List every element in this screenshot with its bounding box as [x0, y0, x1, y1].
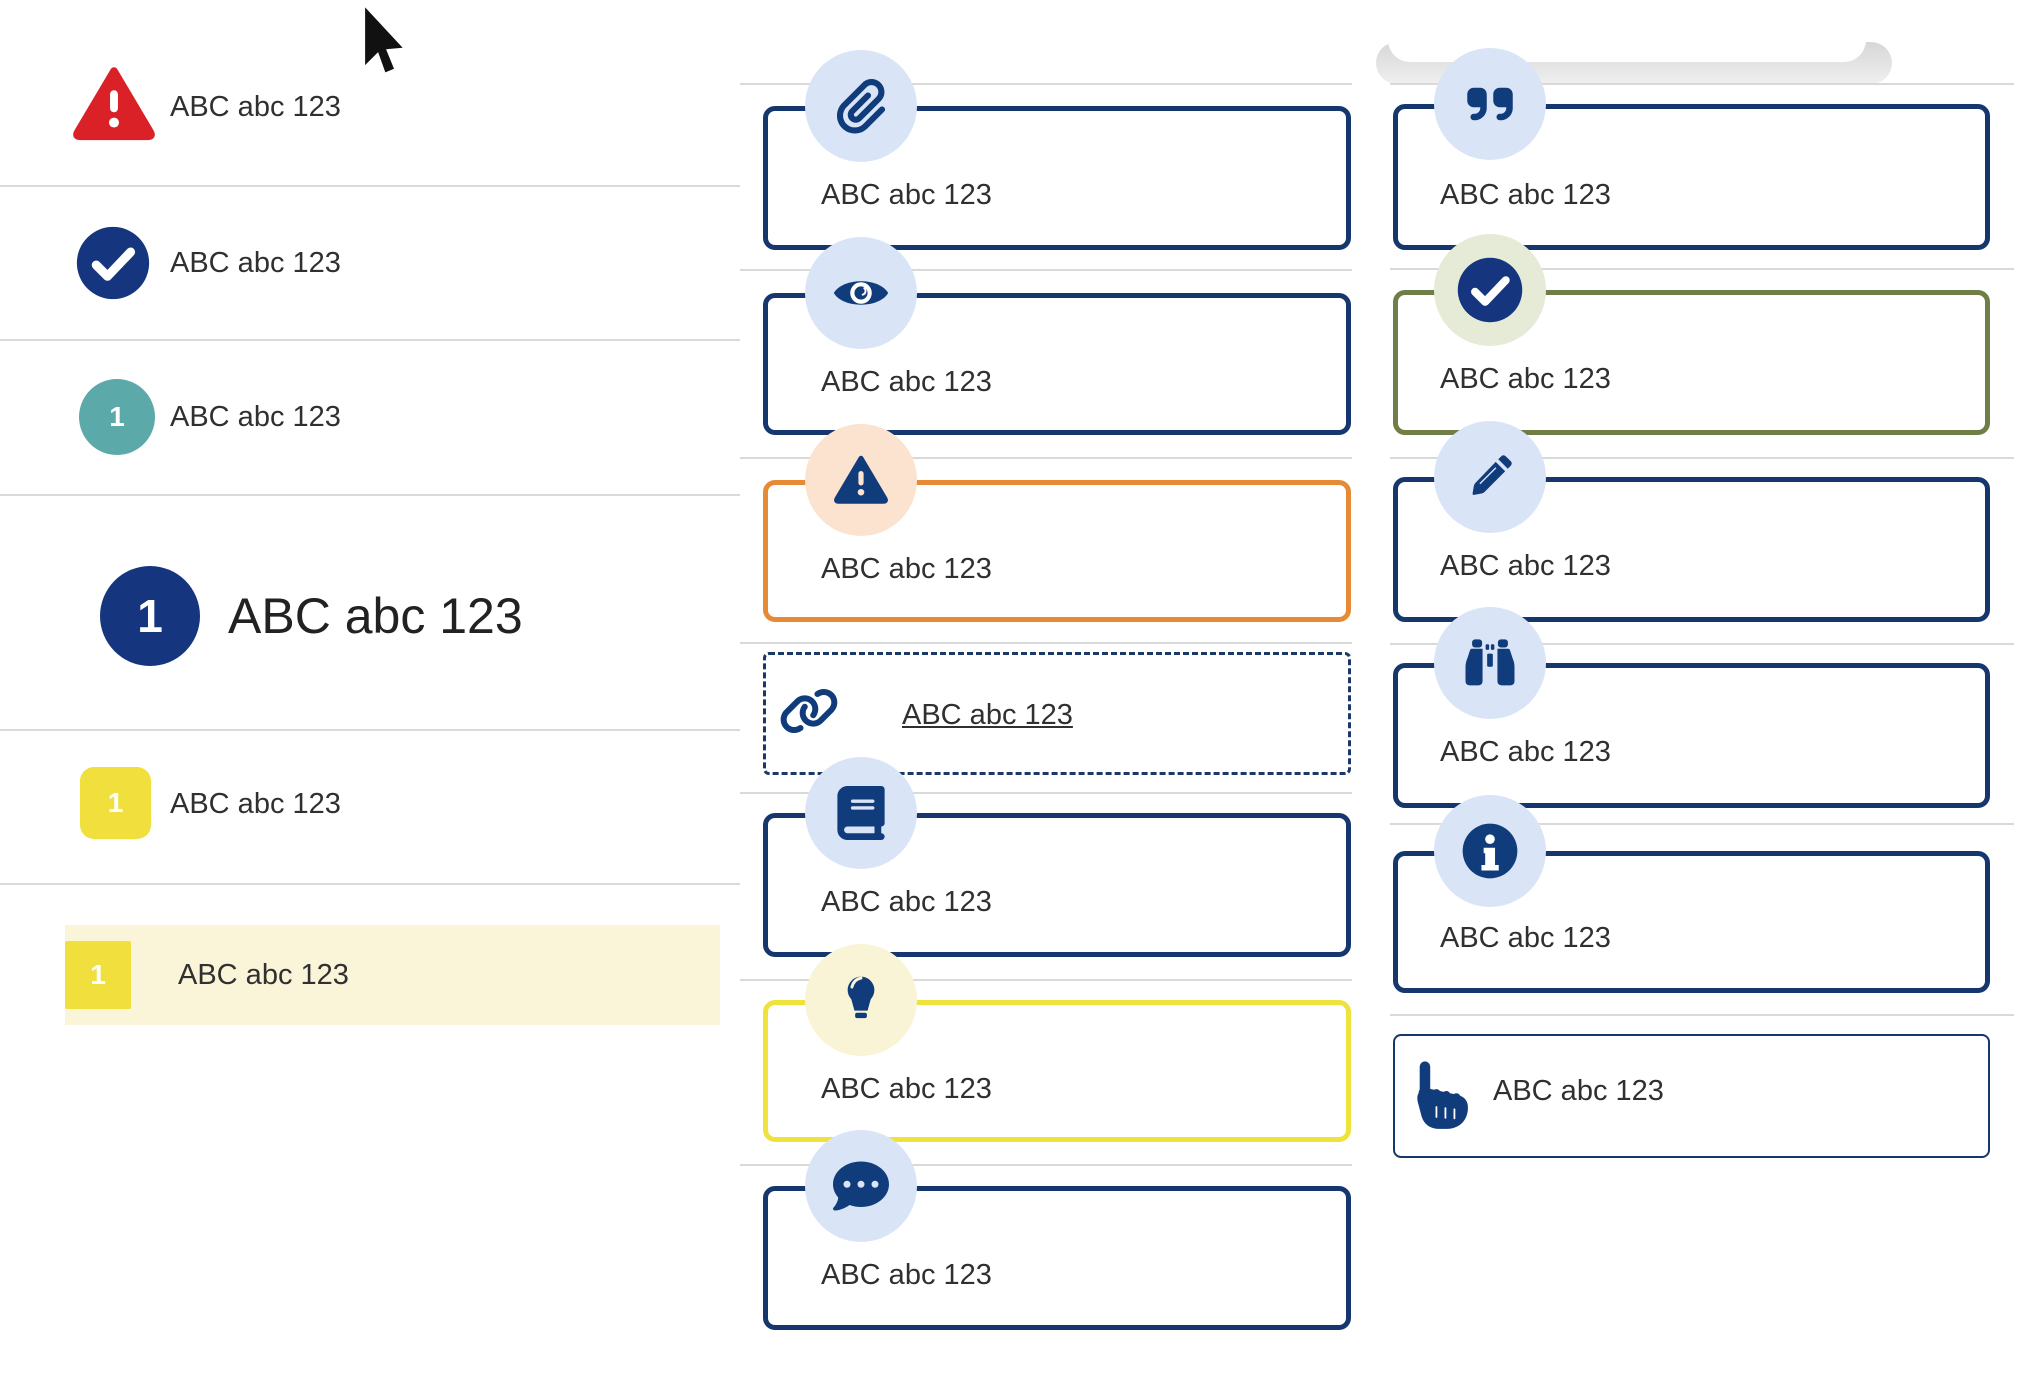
check-circle-icon	[1434, 234, 1546, 346]
warning-triangle-icon	[73, 67, 155, 141]
list-item-label[interactable]: ABC abc 123	[170, 788, 341, 820]
badge-number: 1	[90, 959, 106, 990]
badge-number: 1	[107, 787, 124, 818]
hand-point-up-icon	[1417, 1061, 1468, 1129]
number-badge-yellow-tab: 1	[65, 941, 131, 1009]
card-label: ABC abc 123	[821, 366, 992, 398]
card-label: ABC abc 123	[1493, 1075, 1664, 1107]
binoculars-icon	[1434, 607, 1546, 719]
badge-number: 1	[109, 401, 125, 432]
gridline	[1390, 643, 2014, 645]
eye-icon	[805, 237, 917, 349]
arrow-cursor-icon	[362, 4, 406, 76]
check-circle-icon	[76, 226, 150, 300]
scrolled-card-bottom	[1388, 0, 1866, 62]
lightbulb-icon	[805, 944, 917, 1056]
gridline	[740, 979, 1352, 981]
callout-card-action[interactable]	[1393, 1034, 1990, 1158]
card-label: ABC abc 123	[1440, 363, 1611, 395]
list-item-label[interactable]: ABC abc 123	[178, 959, 349, 991]
card-link-label[interactable]: ABC abc 123	[902, 699, 1073, 731]
card-label: ABC abc 123	[821, 886, 992, 918]
card-label: ABC abc 123	[1440, 179, 1611, 211]
divider	[0, 494, 740, 496]
gridline	[740, 1164, 1352, 1166]
gridline	[740, 642, 1352, 644]
card-label: ABC abc 123	[821, 1259, 992, 1291]
list-item-label[interactable]: ABC abc 123	[170, 247, 341, 279]
card-label: ABC abc 123	[821, 1073, 992, 1105]
divider	[0, 185, 740, 187]
info-circle-icon	[1434, 795, 1546, 907]
gridline	[1390, 823, 2014, 825]
callout-card-warning[interactable]	[763, 480, 1351, 622]
card-label: ABC abc 123	[1440, 736, 1611, 768]
list-item-label[interactable]: ABC abc 123	[170, 401, 341, 433]
gridline	[740, 83, 1352, 85]
number-badge-large: 1	[100, 566, 200, 666]
pencil-icon	[1434, 421, 1546, 533]
list-item-label-large[interactable]: ABC abc 123	[228, 588, 523, 644]
gridline	[1390, 268, 2014, 270]
badge-number: 1	[137, 590, 163, 642]
divider	[0, 339, 740, 341]
card-label: ABC abc 123	[821, 179, 992, 211]
gridline	[1390, 83, 2014, 85]
card-label: ABC abc 123	[1440, 922, 1611, 954]
list-item-label[interactable]: ABC abc 123	[170, 91, 341, 123]
gridline	[1390, 457, 2014, 459]
comment-dots-icon	[805, 1130, 917, 1242]
gridline	[740, 457, 1352, 459]
divider	[0, 883, 740, 885]
book-icon	[805, 757, 917, 869]
number-badge-yellow: 1	[80, 767, 151, 839]
highlighted-list-row[interactable]	[65, 925, 720, 1025]
card-label: ABC abc 123	[821, 553, 992, 585]
divider	[0, 729, 740, 731]
number-badge: 1	[79, 379, 155, 455]
warning-triangle-icon	[805, 424, 917, 536]
link-icon	[780, 688, 838, 734]
gridline	[1390, 1014, 2014, 1016]
gridline	[740, 792, 1352, 794]
quote-right-icon	[1434, 48, 1546, 160]
callout-card-link[interactable]	[763, 652, 1351, 775]
paperclip-icon	[805, 50, 917, 162]
card-label: ABC abc 123	[1440, 550, 1611, 582]
gridline	[740, 269, 1352, 271]
